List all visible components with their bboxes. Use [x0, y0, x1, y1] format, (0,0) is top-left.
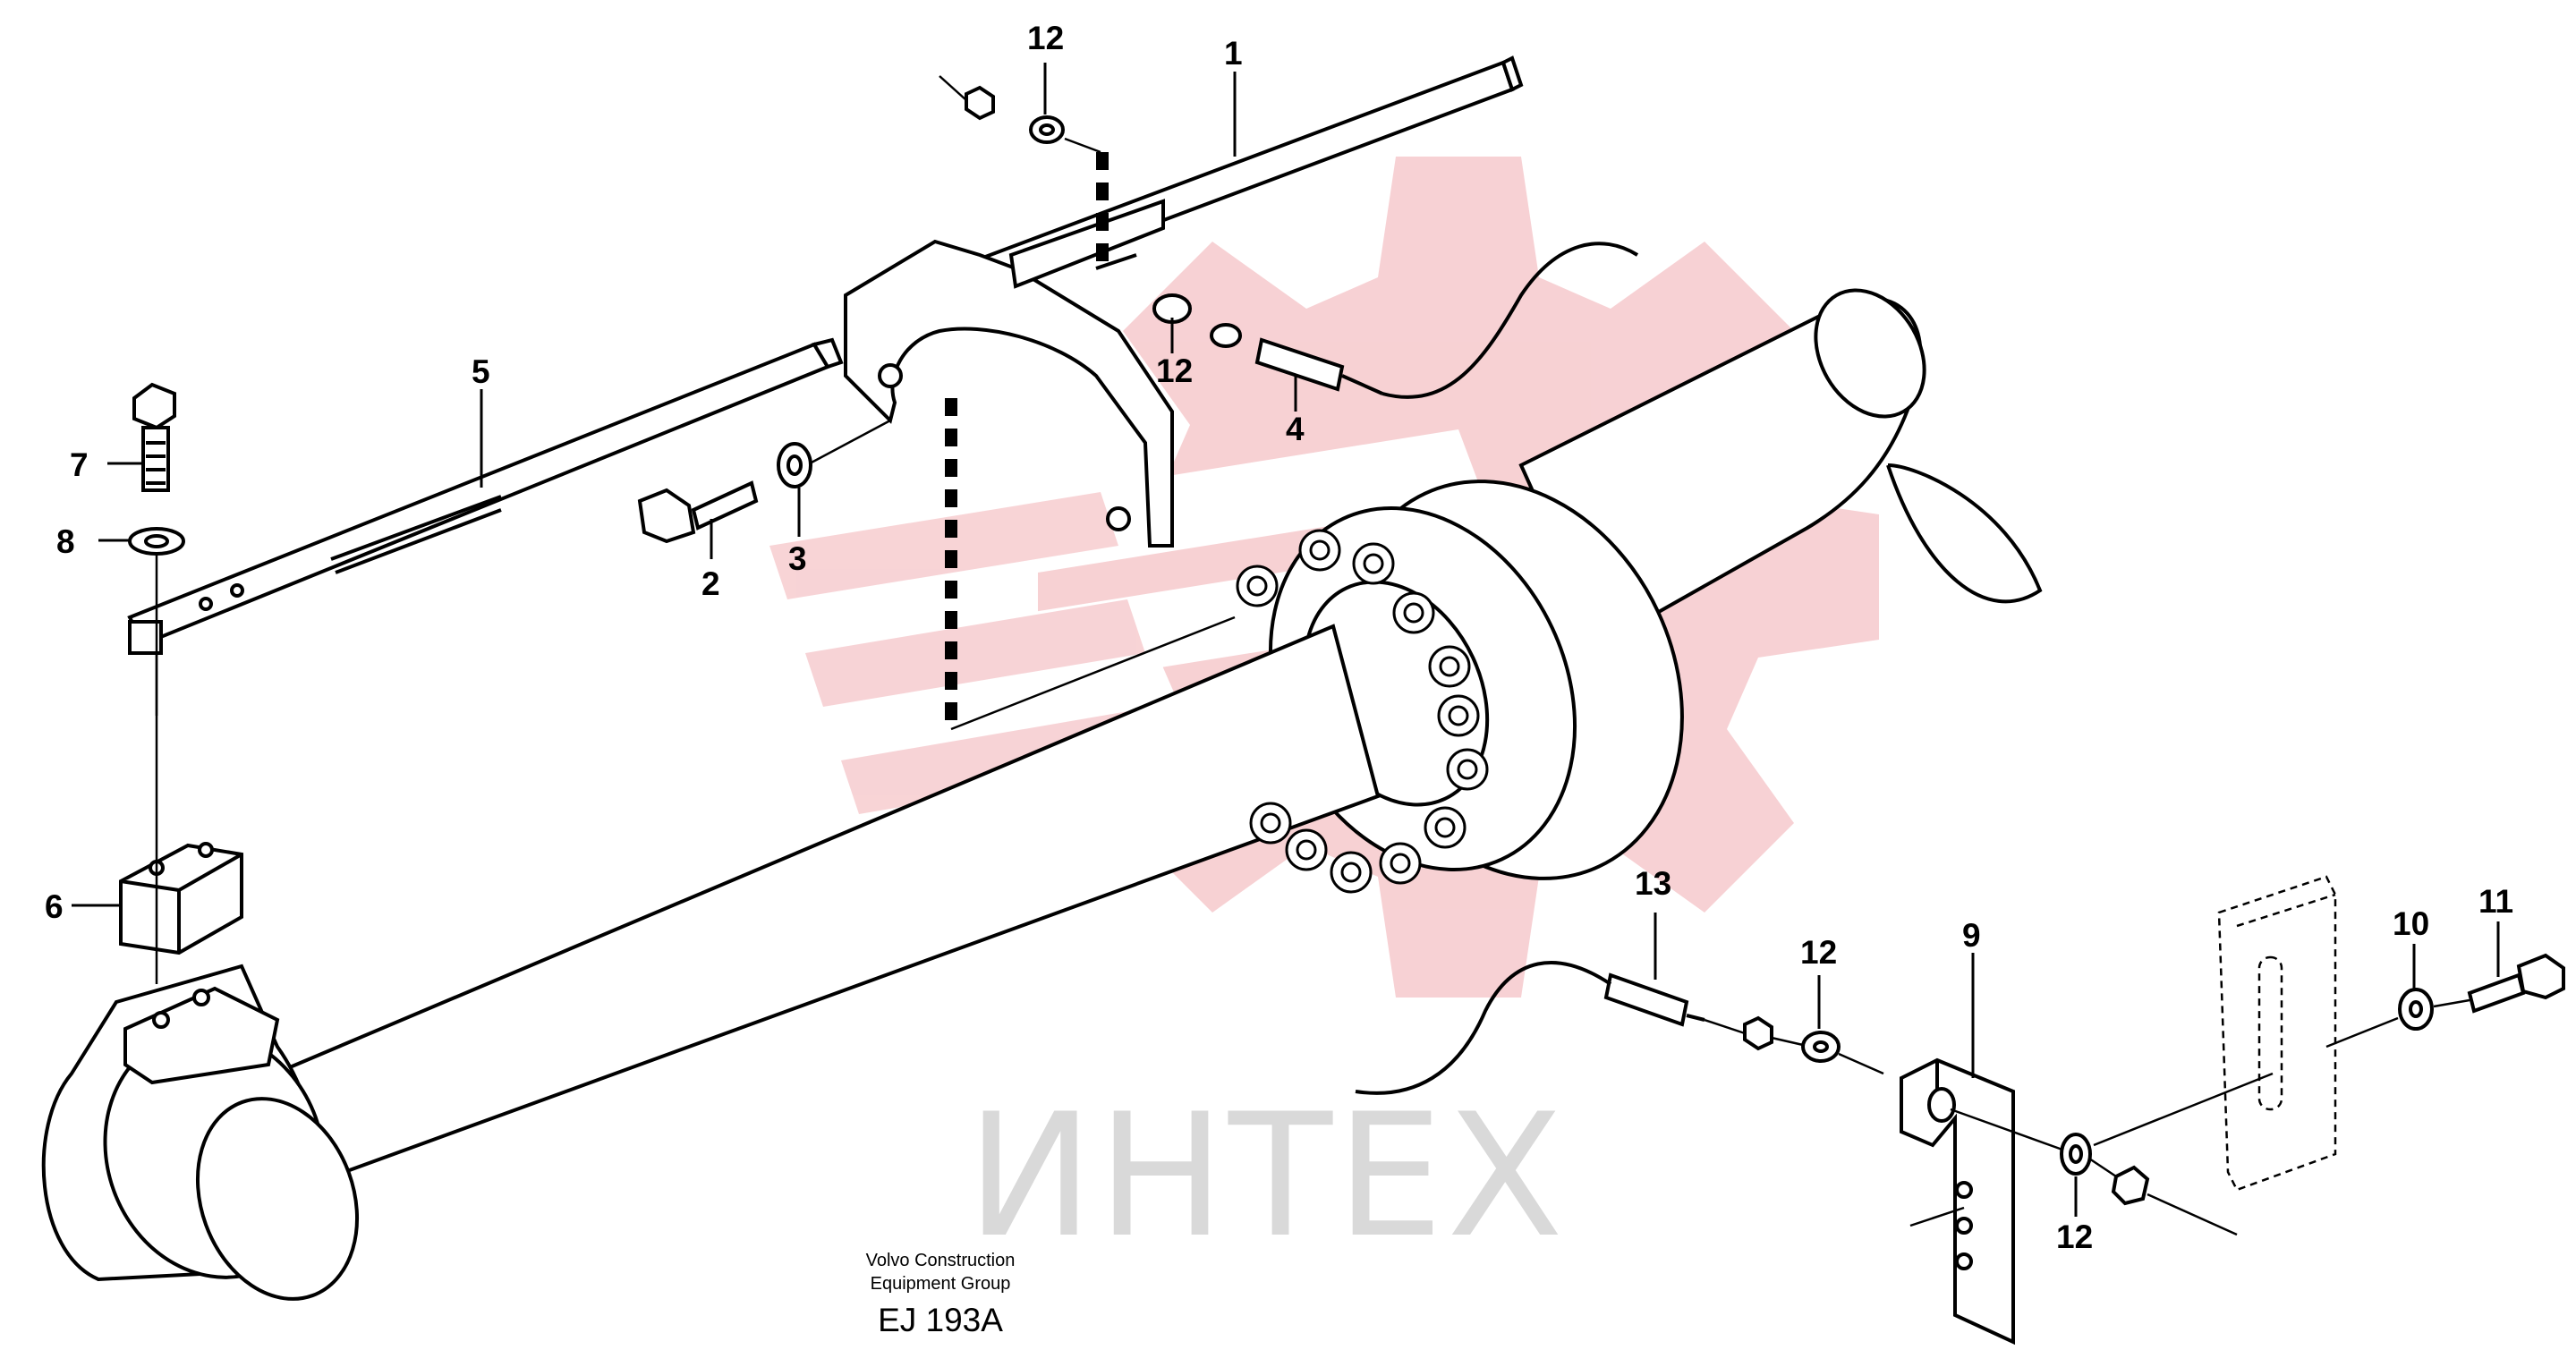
- part-8-washer: [128, 527, 185, 556]
- part-7-bolt: [132, 382, 176, 492]
- part-12-top-washers: [965, 85, 1065, 144]
- callout-12-lower-left: 12: [1800, 934, 1837, 971]
- part-3-washer: [777, 442, 812, 488]
- callout-2: 2: [701, 565, 720, 602]
- part-11-bolt: [2467, 953, 2565, 1014]
- assembly-lines: [155, 75, 1236, 984]
- part-6-block: [119, 842, 243, 955]
- callout-7: 7: [70, 446, 89, 483]
- part-13-sensor: [1355, 961, 1705, 1095]
- part-9-bracket: [1900, 1057, 2015, 1346]
- leader-lines: [72, 63, 2500, 1217]
- part-5-bar: [127, 337, 844, 655]
- watermark-text: ИНТЕХ: [966, 1077, 1567, 1275]
- callout-1: 1: [1224, 35, 1243, 72]
- callout-6: 6: [45, 888, 64, 925]
- callout-9: 9: [1962, 917, 1981, 954]
- lower-assembly-lines: [1704, 998, 2470, 1236]
- caption-line-1: Volvo Construction: [866, 1251, 1016, 1270]
- callout-5: 5: [472, 353, 490, 390]
- flange-bolts: [1236, 529, 1489, 894]
- part-2-bolt: [637, 480, 759, 544]
- callout-11: 11: [2478, 883, 2513, 920]
- callout-10: 10: [2393, 905, 2429, 942]
- callout-12-mid: 12: [1156, 352, 1193, 389]
- callout-13: 13: [1635, 865, 1671, 902]
- callout-8: 8: [56, 523, 75, 560]
- part-12-lower-washers: [1743, 1015, 2150, 1206]
- part-1-bar-bracket: [844, 55, 1524, 548]
- callout-12-lower-right: 12: [2056, 1218, 2093, 1255]
- hydraulic-cylinder: [41, 288, 2043, 1301]
- part-10-washer: [2398, 988, 2434, 1031]
- callout-12-top: 12: [1027, 20, 1064, 56]
- caption-line-2: Equipment Group: [871, 1274, 1011, 1294]
- mounting-plate-dashed: [2217, 875, 2337, 1192]
- callout-4: 4: [1286, 411, 1305, 447]
- drawing-number: EJ 193A: [878, 1302, 1003, 1338]
- callout-3: 3: [788, 540, 807, 577]
- part-4-sensor: [1152, 242, 1639, 399]
